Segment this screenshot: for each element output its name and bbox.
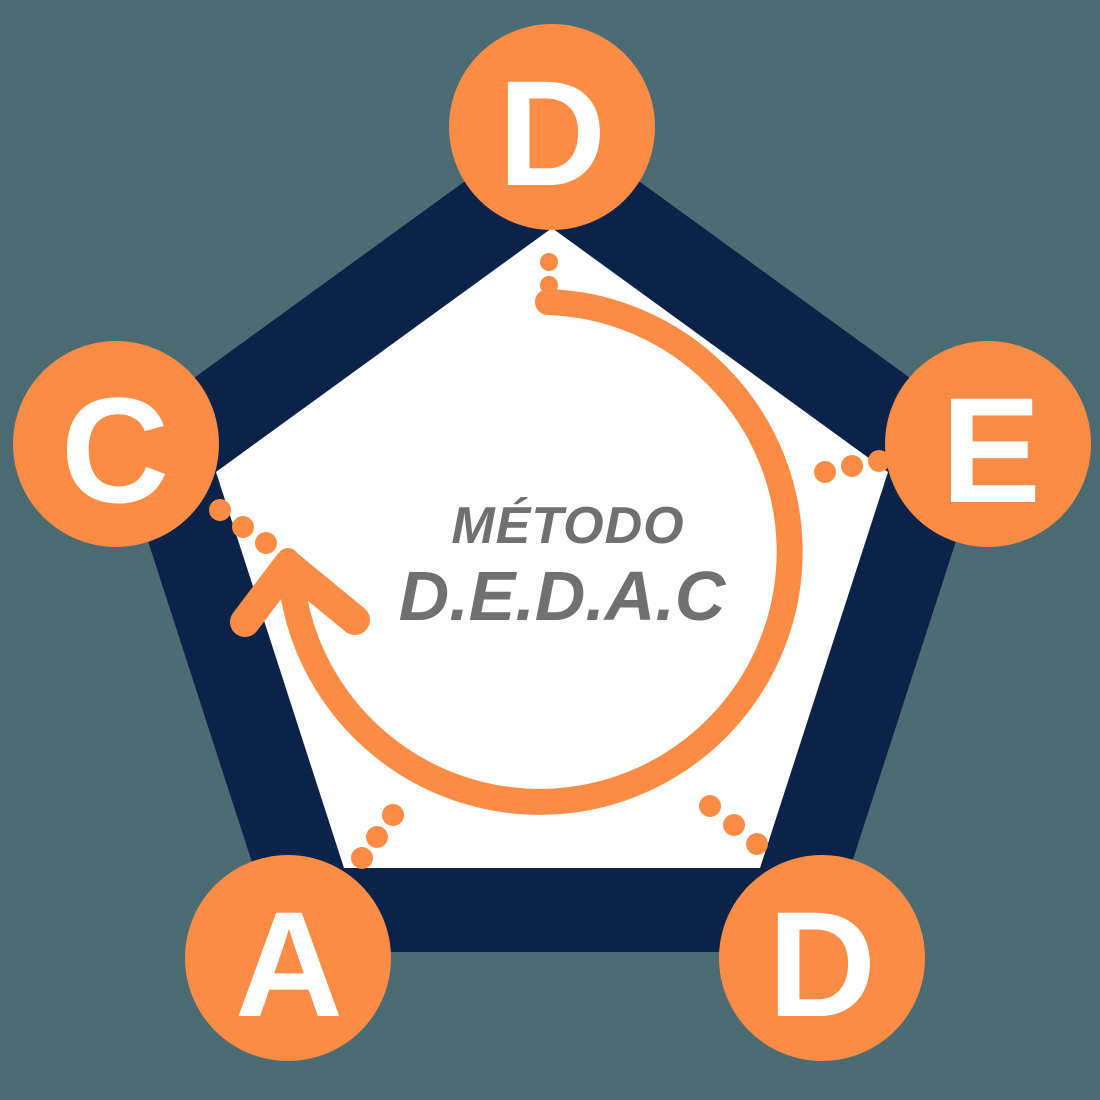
node-c-left[interactable]: C xyxy=(13,341,219,547)
node-c-left-circle[interactable] xyxy=(13,341,219,547)
dotted-connectors xyxy=(209,253,890,869)
connector-to-node-a-bottom xyxy=(351,804,404,869)
connector-to-node-d-bottom xyxy=(699,795,768,855)
cycle-arrow-arc xyxy=(279,289,803,815)
node-d-bottom-circle[interactable] xyxy=(719,855,925,1061)
node-a-bottom[interactable]: A xyxy=(185,855,391,1061)
center-title-line2: D.E.D.A.C xyxy=(399,557,727,635)
node-a-bottom-circle[interactable] xyxy=(185,855,391,1061)
center-title-line1: MÉTODO xyxy=(451,497,684,555)
node-e-right-circle[interactable] xyxy=(885,341,1091,547)
center-title: MÉTODO D.E.D.A.C xyxy=(399,497,727,635)
connector-to-node-e-right xyxy=(814,450,890,483)
node-e-right[interactable]: E xyxy=(885,341,1091,547)
node-d-top[interactable]: D xyxy=(449,24,655,230)
node-e-right-label: E xyxy=(941,366,1039,534)
node-d-top-circle[interactable] xyxy=(449,24,655,230)
node-d-bottom[interactable]: D xyxy=(719,855,925,1061)
node-a-bottom-label: A xyxy=(235,880,341,1048)
connector-to-node-c-left xyxy=(209,499,299,570)
node-d-top-label: D xyxy=(498,49,604,217)
connector-to-node-d-top xyxy=(540,253,558,294)
node-c-left-label: C xyxy=(61,366,167,534)
node-d-bottom-label: D xyxy=(768,880,874,1048)
